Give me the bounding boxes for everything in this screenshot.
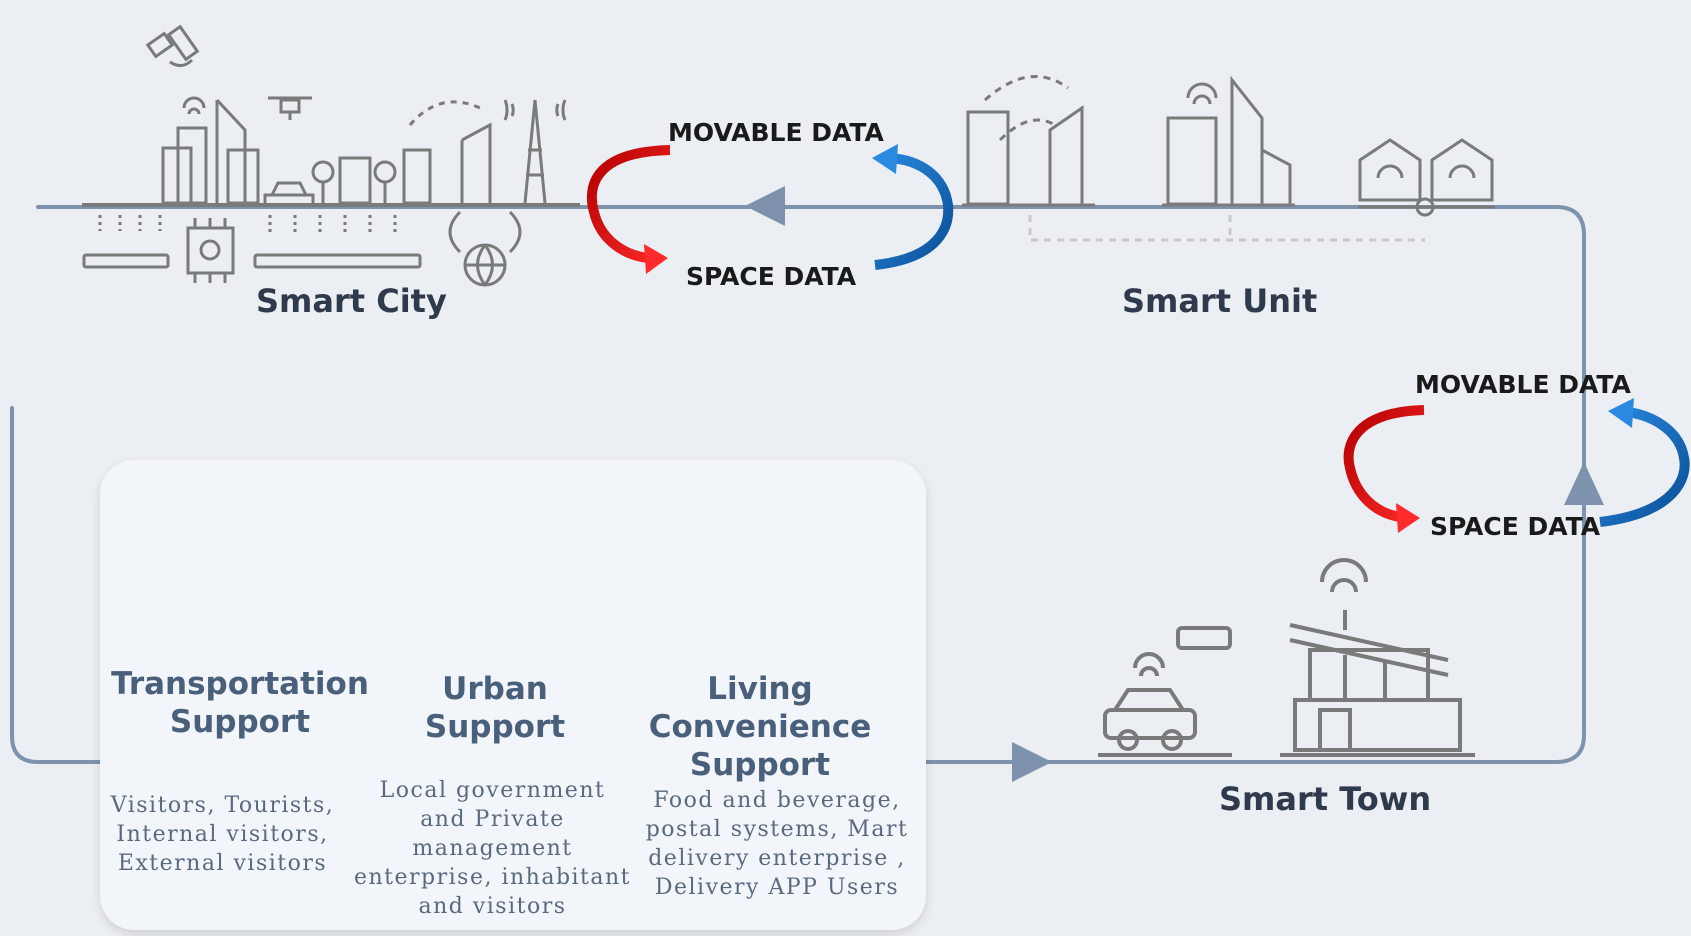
smart-unit-illustration: [962, 74, 1495, 242]
flow-arrow-right: [1012, 742, 1052, 782]
description-line: management: [412, 836, 573, 861]
description-line: External visitors: [117, 851, 328, 876]
description-line: Food and beverage,: [653, 788, 901, 813]
smart-town-illustration: [1098, 558, 1475, 757]
top-movable-data-label: MOVABLE DATA: [668, 118, 884, 147]
description-line: postal systems, Mart: [645, 817, 909, 842]
description-line: and Private: [420, 807, 565, 832]
living-convenience-support-description: Food and beverage, postal systems, Mart …: [632, 786, 922, 902]
right-space-data-label: SPACE DATA: [1430, 512, 1601, 541]
description-line: Internal visitors,: [116, 822, 329, 847]
urban-support-description: Local government and Private management …: [345, 776, 640, 921]
urban-support-title: Urban Support: [395, 670, 595, 746]
smart-city-title: Smart City: [256, 282, 447, 320]
description-line: Delivery APP Users: [654, 875, 900, 900]
transportation-support-title-line2: Support: [169, 704, 311, 740]
description-line: delivery enterprise ,: [648, 846, 906, 871]
right-movable-data-label: MOVABLE DATA: [1415, 370, 1631, 399]
smart-unit-title: Smart Unit: [1122, 282, 1318, 320]
smart-town-title: Smart Town: [1219, 780, 1432, 818]
flow-arrow-left: [745, 186, 785, 226]
cell-tower-icon: [503, 99, 567, 204]
top-space-data-label: SPACE DATA: [686, 262, 857, 291]
description-line: and visitors: [418, 894, 567, 919]
transportation-support-title: Transportation Support: [110, 665, 370, 741]
building-icon: [1280, 558, 1475, 757]
satellite-icon: [145, 24, 200, 67]
living-convenience-support-title: Living Convenience Support: [605, 670, 915, 784]
top-data-cycle-arrows: [586, 144, 954, 274]
urban-support-title-line1: Urban: [442, 671, 548, 707]
smart-city-illustration: [82, 24, 580, 287]
transportation-support-description: Visitors, Tourists, Internal visitors, E…: [100, 791, 345, 878]
drone-icon: [268, 96, 312, 120]
description-line: Local government: [379, 778, 606, 803]
living-convenience-support-title-line1: Living Convenience: [648, 671, 872, 745]
car-icon: [1098, 626, 1232, 757]
support-panel: [100, 460, 926, 930]
urban-support-title-line2: Support: [424, 709, 566, 745]
description-line: Visitors, Tourists,: [110, 793, 335, 818]
right-data-cycle-arrows: [1343, 398, 1690, 533]
living-convenience-support-title-line2: Support: [689, 747, 831, 783]
flow-arrow-up: [1564, 462, 1604, 505]
description-line: enterprise, inhabitant: [353, 865, 632, 890]
transportation-support-title-line1: Transportation: [111, 666, 369, 702]
